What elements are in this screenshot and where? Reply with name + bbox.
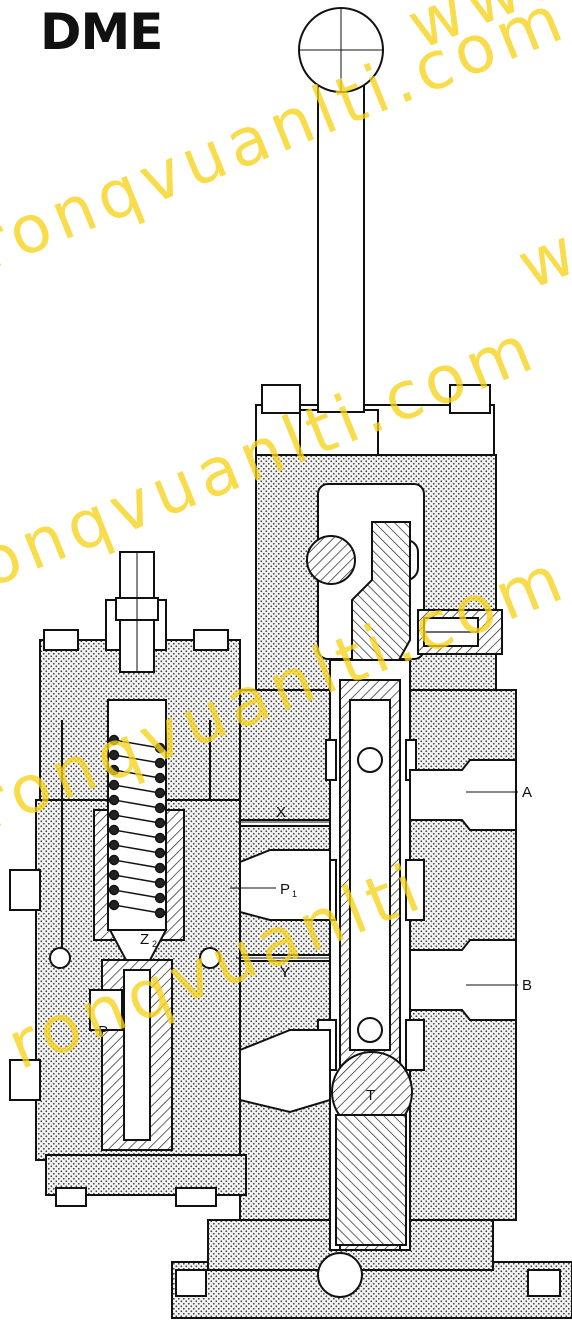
spring-coil-section	[154, 892, 166, 904]
spring-coil-section	[154, 862, 166, 874]
spring-coil	[113, 889, 161, 899]
spring-coil-section	[108, 734, 120, 746]
spring-coil-section	[154, 772, 166, 784]
leader-lines	[230, 791, 518, 986]
port-labels: A B X Y P 1 P T Z 2	[98, 784, 532, 1104]
label-port-t: T	[366, 1087, 375, 1104]
spring-coil-section	[154, 742, 166, 754]
spring-coil-section	[108, 749, 120, 761]
spring-coil-section	[154, 817, 166, 829]
pilot-spring	[108, 734, 166, 919]
label-z2-sub: 2	[152, 939, 157, 949]
spring-coil-section	[108, 824, 120, 836]
spring-coil-section	[108, 884, 120, 896]
spring-coil	[113, 814, 161, 824]
pilot-spring-chamber	[93, 699, 185, 941]
spring-coil-section	[108, 899, 120, 911]
spring-coil-section	[108, 809, 120, 821]
label-z2: Z	[140, 931, 149, 948]
port-passages	[237, 759, 517, 1114]
spring-coil	[113, 739, 161, 749]
spring-coil-section	[154, 832, 166, 844]
pilot-adjust-screw[interactable]	[115, 551, 159, 673]
pilot-poppet	[89, 929, 173, 1151]
label-port-x: X	[276, 804, 286, 821]
operating-lever[interactable]	[298, 7, 384, 413]
spring-coil	[113, 874, 161, 884]
label-port-b: B	[522, 977, 532, 994]
spring-coil-section	[108, 854, 120, 866]
spring-coil-section	[154, 802, 166, 814]
spring-coil	[113, 754, 161, 764]
spring-coil	[113, 904, 161, 914]
spring-coil-section	[154, 877, 166, 889]
lever-knob-bottom	[317, 1252, 363, 1298]
spring-coil	[113, 769, 161, 779]
watermark-line: www.	[507, 158, 572, 305]
label-port-p1-sub: 1	[292, 889, 297, 899]
spring-coil-section	[108, 779, 120, 791]
spring-coil-section	[154, 757, 166, 769]
spring-coil	[113, 844, 161, 854]
label-port-p: P	[98, 1023, 108, 1040]
spring-coil	[113, 829, 161, 839]
spring-coil-section	[154, 787, 166, 799]
lever-cavity	[306, 483, 503, 681]
spring-coil-section	[154, 907, 166, 919]
label-port-a: A	[522, 784, 532, 801]
spring-coil-section	[108, 839, 120, 851]
label-port-y: Y	[280, 964, 290, 981]
spring-coil-section	[108, 869, 120, 881]
port-b-passage	[409, 939, 517, 1021]
label-port-p1: P	[280, 881, 290, 898]
spring-coil	[113, 784, 161, 794]
spring-coil	[113, 859, 161, 869]
port-a-passage	[409, 759, 517, 831]
spring-coil-section	[108, 764, 120, 776]
spring-coil-section	[154, 847, 166, 859]
diagram-title: DME	[40, 3, 163, 61]
main-spool	[317, 659, 425, 1251]
spring-coil-section	[108, 794, 120, 806]
spring-coil	[113, 799, 161, 809]
